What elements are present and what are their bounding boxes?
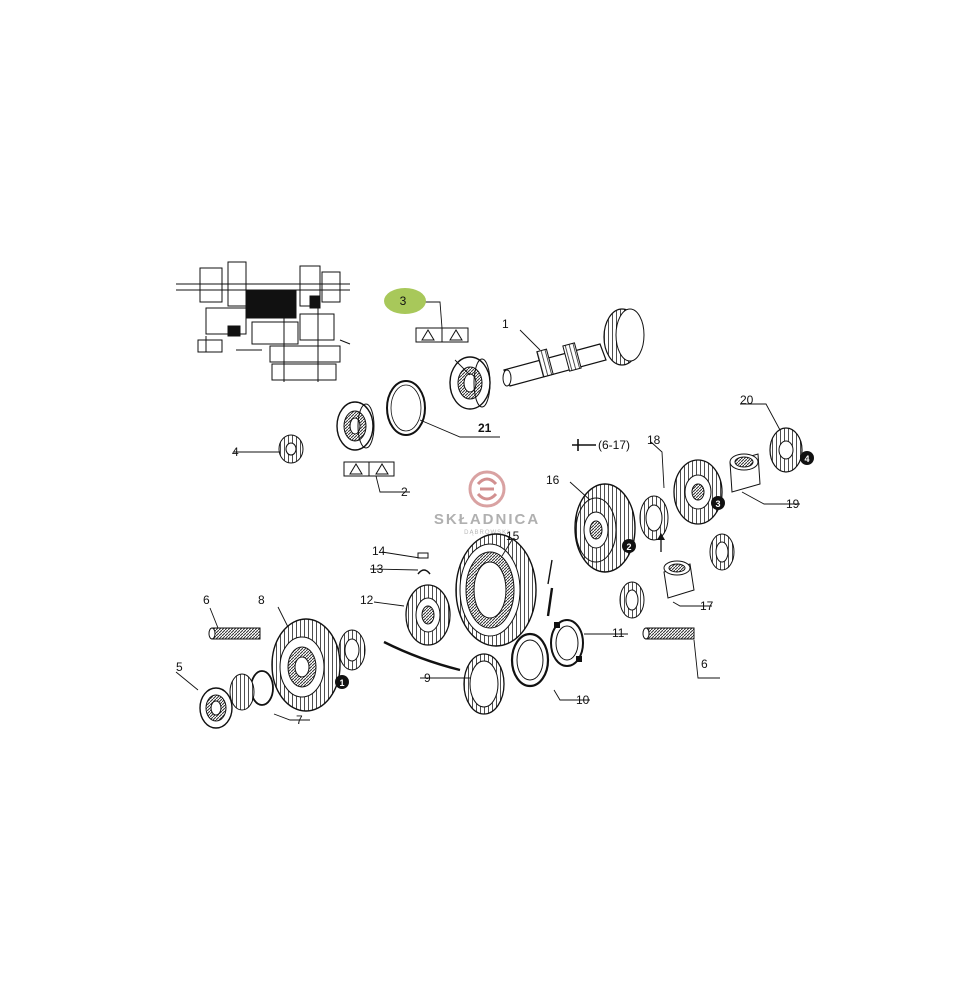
bearing-part-2 — [336, 401, 375, 451]
gear-part-18 — [673, 459, 723, 525]
sleeve-part-17 — [663, 560, 695, 599]
highlight-callout-3: 3 — [384, 288, 426, 314]
spring-part-13 — [417, 569, 431, 575]
callout-17: 17 — [700, 599, 714, 613]
callout-8: 8 — [258, 593, 265, 607]
callout-11: 11 — [612, 626, 625, 640]
bearing-cross-section-2 — [343, 461, 395, 477]
callout-6-right: 6 — [701, 657, 708, 671]
sync-sleeve-part-15 — [455, 533, 537, 647]
callout-3: 3 — [400, 294, 407, 308]
watermark-brand: SKŁADNICA — [434, 511, 540, 528]
needle-bearing-right — [709, 533, 735, 571]
reference-note-text: (6-17) — [598, 438, 630, 452]
marker-1: 1 — [339, 678, 344, 688]
callout-labels: 1 2 4 5 6 6 7 8 9 10 11 12 13 14 15 16 1… — [176, 317, 800, 727]
gear-part-20 — [769, 427, 803, 473]
callout-4: 4 — [232, 445, 239, 459]
callout-14: 14 — [372, 544, 386, 558]
bearing-cross-section-3 — [415, 327, 469, 343]
bushing-part-19 — [729, 453, 761, 493]
watermark-sub: DĄBROWSKI — [464, 530, 510, 536]
bearing-part-3 — [449, 356, 491, 410]
pin-part-6-right — [642, 627, 695, 640]
pin-part-6-left — [208, 627, 261, 640]
leader-lines — [175, 301, 800, 721]
circled-markers: 1 2 3 4 — [335, 451, 814, 689]
marker-2: 2 — [626, 542, 631, 552]
synchro-ring-part-9 — [463, 653, 505, 715]
ring-part-11 — [550, 619, 584, 667]
main-shaft-part-1 — [502, 308, 645, 387]
callout-2: 2 — [401, 485, 408, 499]
marker-3: 3 — [715, 499, 720, 509]
callout-15: 15 — [506, 529, 520, 543]
callout-16: 16 — [546, 473, 560, 487]
gear-part-16 — [574, 483, 636, 573]
key-part-14 — [417, 552, 429, 559]
callout-1: 1 — [502, 317, 509, 331]
watermark: SKŁADNICA DĄBROWSKI — [434, 470, 540, 536]
ring-part-10 — [510, 632, 550, 688]
callout-5: 5 — [176, 660, 183, 674]
needle-bearing-lower — [619, 581, 645, 619]
bearing-part-5 — [199, 673, 255, 729]
callout-19: 19 — [786, 497, 800, 511]
direction-arrow — [657, 533, 665, 552]
reference-note: (6-17) — [572, 438, 630, 452]
sync-hub-part-12 — [405, 584, 451, 646]
needle-bearing-upper — [639, 495, 669, 541]
callout-12: 12 — [360, 593, 374, 607]
callout-9: 9 — [424, 671, 431, 685]
gearbox-overview-thumbnail — [176, 261, 351, 384]
nut-part-4 — [278, 434, 304, 464]
callout-20: 20 — [740, 393, 754, 407]
callout-6-left: 6 — [203, 593, 210, 607]
callout-7: 7 — [296, 713, 303, 727]
gear-part-8 — [271, 618, 341, 712]
ring-part-7 — [250, 670, 274, 706]
callout-10: 10 — [576, 693, 590, 707]
marker-4: 4 — [804, 454, 809, 464]
snap-ring-part-21 — [386, 380, 426, 436]
callout-21: 21 — [478, 421, 492, 435]
callout-13: 13 — [370, 562, 384, 576]
callout-18: 18 — [647, 433, 661, 447]
assembly-lines — [383, 559, 554, 672]
needle-bearing-part-8 — [338, 629, 366, 671]
